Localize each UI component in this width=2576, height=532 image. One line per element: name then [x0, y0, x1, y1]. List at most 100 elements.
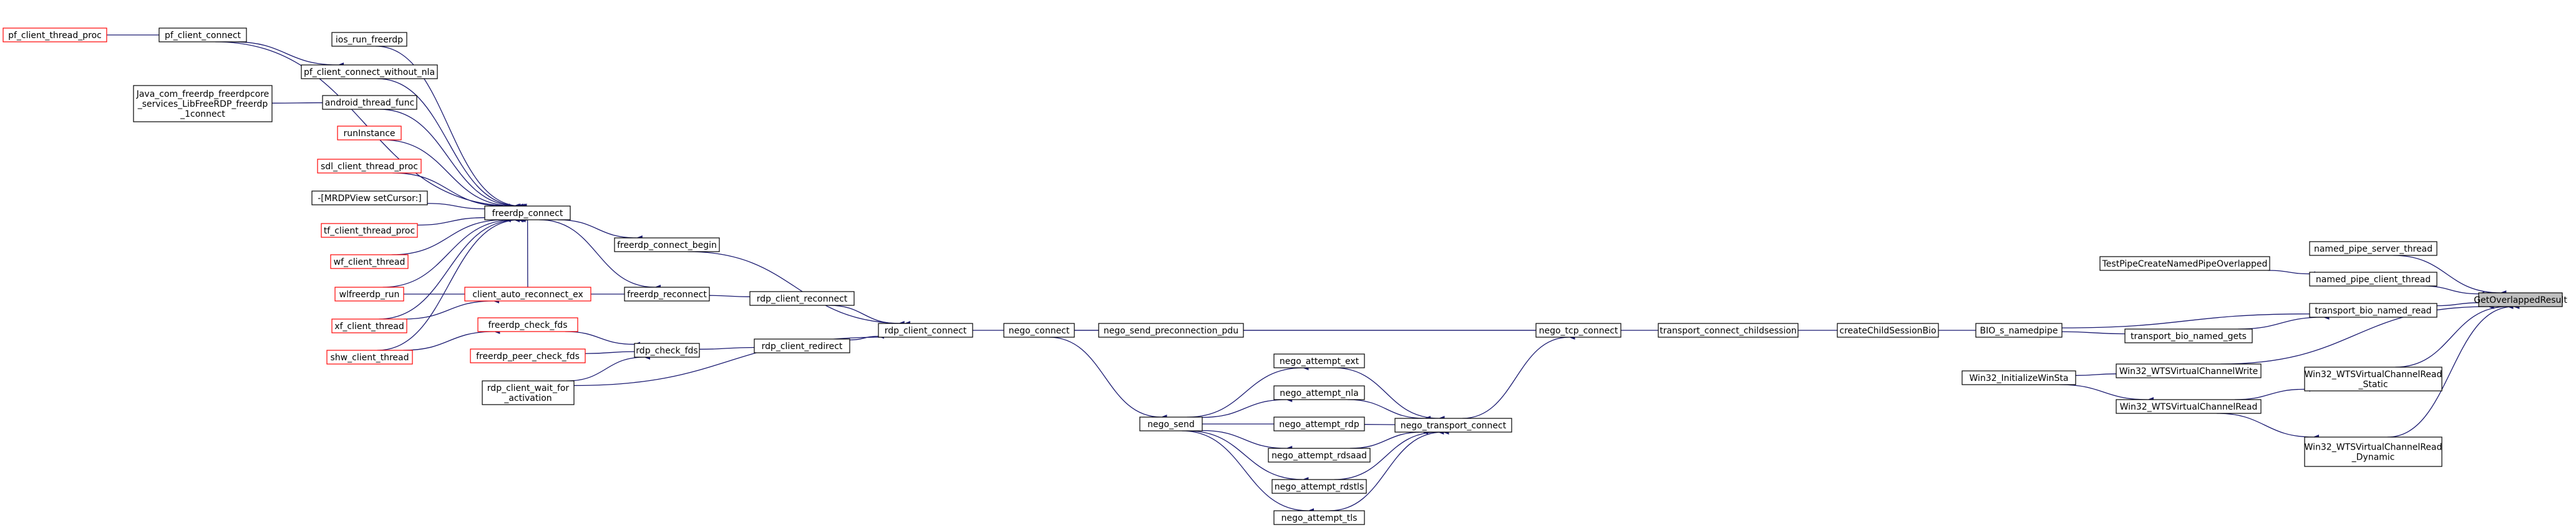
- call-edge-win32_wtsvirtualchannelread-to-win32_wtsvirtualchannelread_dynamic: [2216, 413, 2320, 440]
- node-getoverlappedresult[interactable]: GetOverlappedResult: [2474, 292, 2567, 307]
- call-edge-rdp_client_reconnect-to-rdp_client_connect: [829, 305, 905, 327]
- node-android-thread-func[interactable]: android_thread_func: [322, 95, 417, 110]
- node-box: [158, 27, 247, 42]
- node-label: named_pipe_client_thread: [2316, 275, 2431, 285]
- node-label: nego_attempt_ext: [1280, 357, 1359, 367]
- call-edge-nego_attempt_rdstls-to-nego_transport_connect: [1334, 429, 1444, 480]
- node-wlfreerdp-run[interactable]: wlfreerdp_run: [334, 287, 404, 302]
- call-edge-xf_client_thread-to-client_auto_reconnect_ex: [403, 298, 500, 320]
- node-box: [1273, 510, 1365, 525]
- node-box: [334, 287, 404, 302]
- node-win32-wtsvirtualchannelread[interactable]: Win32_WTSVirtualChannelRead: [2116, 399, 2262, 414]
- node-win32-wtsvirtualchannelread-dynamic[interactable]: Win32_WTSVirtualChannelRead_Dynamic: [2304, 436, 2442, 467]
- node-nego-attempt-nla[interactable]: nego_attempt_nla: [1273, 385, 1365, 400]
- call-edge-transport_bio_named_gets-to-transport_bio_named_read: [2238, 314, 2330, 330]
- node-label: _1connect: [180, 109, 225, 119]
- call-edge-runinstance-to-freerdp_connect: [382, 139, 520, 209]
- node-box: [634, 343, 700, 358]
- node-label: transport_bio_named_read: [2315, 306, 2431, 316]
- node-createchildsessionbio[interactable]: createChildSessionBio: [1837, 323, 1939, 338]
- node-label: rdp_client_redirect: [762, 342, 843, 352]
- node-freerdp-check-fds[interactable]: freerdp_check_fds: [477, 317, 578, 332]
- call-edge-nego_attempt_ext-to-nego_transport_connect: [1333, 367, 1445, 421]
- node-freerdp-connect-begin[interactable]: freerdp_connect_begin: [614, 237, 720, 252]
- node-nego-attempt-ext[interactable]: nego_attempt_ext: [1273, 353, 1365, 368]
- node-box: [331, 318, 407, 333]
- node-label: createChildSessionBio: [1839, 326, 1936, 336]
- node-label: rdp_check_fds: [636, 346, 697, 356]
- node-box: [2304, 436, 2442, 467]
- node-client-auto-reconnect-ex[interactable]: client_auto_reconnect_ex: [464, 287, 591, 302]
- node-named-pipe-client-thread[interactable]: named_pipe_client_thread: [2309, 272, 2437, 287]
- node-label: _Dynamic: [2351, 453, 2395, 463]
- node-box: [878, 323, 973, 338]
- node-wf-client-thread[interactable]: wf_client_thread: [330, 254, 409, 269]
- node-nego-tcp-connect[interactable]: nego_tcp_connect: [1535, 323, 1621, 338]
- node-pf-client-connect-without-nla[interactable]: pf_client_connect_without_nla: [301, 64, 438, 79]
- node-label: BIO_s_namedpipe: [1980, 326, 2058, 336]
- node-nego-attempt-tls[interactable]: nego_attempt_tls: [1273, 510, 1365, 525]
- node-box: [484, 205, 571, 220]
- node-tf-client-thread-proc[interactable]: tf_client_thread_proc: [321, 223, 418, 238]
- node-transport-bio-named-read[interactable]: transport_bio_named_read: [2309, 303, 2437, 318]
- call-edge-freerdp_connect-to-freerdp_connect_begin: [557, 219, 643, 241]
- node-label: freerdp_connect_begin: [617, 240, 717, 250]
- node-rdp-check-fds[interactable]: rdp_check_fds: [634, 343, 700, 358]
- call-edge-rdp_client_redirect-to-rdp_client_connect: [849, 333, 885, 340]
- node-freerdp-reconnect[interactable]: freerdp_reconnect: [624, 287, 710, 302]
- node-mrdpview-setcursor[interactable]: -[MRDPView setCursor:]: [311, 190, 428, 205]
- call-edge-tf_client_thread_proc-to-freerdp_connect: [417, 215, 491, 226]
- node-nego-send[interactable]: nego_send: [1139, 416, 1203, 431]
- node-nego-send-preconnection-pdu[interactable]: nego_send_preconnection_pdu: [1098, 323, 1244, 338]
- call-edge-java_com_freerdp-to-android_thread_func: [271, 100, 329, 106]
- node-nego-attempt-rdp[interactable]: nego_attempt_rdp: [1273, 416, 1365, 431]
- node-rdp-client-redirect[interactable]: rdp_client_redirect: [754, 338, 850, 353]
- call-edge-nego_connect-to-nego_send: [1049, 337, 1167, 420]
- node-box: [1139, 416, 1203, 431]
- node-box: [1961, 370, 2076, 385]
- node-freerdp-peer-check-fds[interactable]: freerdp_peer_check_fds: [470, 348, 586, 363]
- node-box: [326, 350, 413, 365]
- node-rdp-client-reconnect[interactable]: rdp_client_reconnect: [749, 291, 855, 306]
- call-edge-freerdp_check_fds-to-rdp_check_fds: [565, 331, 641, 347]
- node-box: [2478, 292, 2563, 307]
- node-rdp-client-connect[interactable]: rdp_client_connect: [878, 323, 973, 338]
- node-box: [1268, 448, 1371, 463]
- node-label: transport_connect_childsession: [1660, 326, 1797, 336]
- node-box: [1975, 323, 2063, 338]
- node-runinstance[interactable]: runInstance: [337, 126, 402, 140]
- call-edge-wlfreerdp_run-to-freerdp_connect: [382, 217, 520, 288]
- node-label: client_auto_reconnect_ex: [472, 290, 583, 300]
- node-nego-attempt-rdsaad[interactable]: nego_attempt_rdsaad: [1268, 448, 1371, 463]
- node-testpipecreatenamedpipeoverlapped[interactable]: TestPipeCreateNamedPipeOverlapped: [2099, 256, 2270, 271]
- node-win32-wtsvirtualchannelread-static[interactable]: Win32_WTSVirtualChannelRead_Static: [2304, 367, 2442, 392]
- node-java-com-freerdp[interactable]: Java_com_freerdp_freerdpcore_services_Li…: [133, 85, 273, 122]
- call-edge-ios_run_freerdp-to-freerdp_connect: [376, 46, 527, 209]
- node-freerdp-connect[interactable]: freerdp_connect: [484, 205, 571, 220]
- node-box: [1658, 323, 1799, 338]
- node-nego-transport-connect[interactable]: nego_transport_connect: [1394, 418, 1512, 433]
- node-label: pf_client_connect_without_nla: [304, 67, 435, 77]
- node-box: [2, 27, 107, 42]
- node-xf-client-thread[interactable]: xf_client_thread: [331, 318, 407, 333]
- node-named-pipe-server-thread[interactable]: named_pipe_server_thread: [2309, 241, 2437, 256]
- node-nego-connect[interactable]: nego_connect: [1003, 323, 1075, 338]
- node-win32-initializewinsta[interactable]: Win32_InitializeWinSta: [1961, 370, 2076, 385]
- node-shw-client-thread[interactable]: shw_client_thread: [326, 350, 413, 365]
- node-label: rdp_client_connect: [885, 326, 967, 336]
- node-win32-wtsvirtualchannelwrite[interactable]: Win32_WTSVirtualChannelWrite: [2116, 363, 2262, 378]
- node-sdl-client-thread-proc[interactable]: sdl_client_thread_proc: [317, 159, 422, 174]
- node-pf-client-thread-proc[interactable]: pf_client_thread_proc: [2, 27, 107, 42]
- call-edge-wf_client_thread-to-freerdp_connect: [391, 217, 511, 255]
- node-bio-s-namedpipe[interactable]: BIO_s_namedpipe: [1975, 323, 2063, 338]
- node-transport-bio-named-gets[interactable]: transport_bio_named_gets: [2124, 328, 2253, 343]
- node-box: [2116, 363, 2262, 378]
- call-edge-win32_initializewinsta-to-win32_wtsvirtualchannelread: [2059, 384, 2154, 403]
- node-nego-attempt-rdstls[interactable]: nego_attempt_rdstls: [1271, 479, 1367, 494]
- node-ios-run-freerdp[interactable]: ios_run_freerdp: [331, 32, 407, 47]
- node-pf-client-connect[interactable]: pf_client_connect: [158, 27, 247, 42]
- node-rdp-client-wait-for-activation[interactable]: rdp_client_wait_for_activation: [482, 380, 575, 405]
- node-label: _services_LibFreeRDP_freerdp: [137, 99, 268, 109]
- node-transport-connect-childsession[interactable]: transport_connect_childsession: [1658, 323, 1799, 338]
- call-edge-bio_s_namedpipe-to-transport_bio_named_read: [2061, 311, 2316, 328]
